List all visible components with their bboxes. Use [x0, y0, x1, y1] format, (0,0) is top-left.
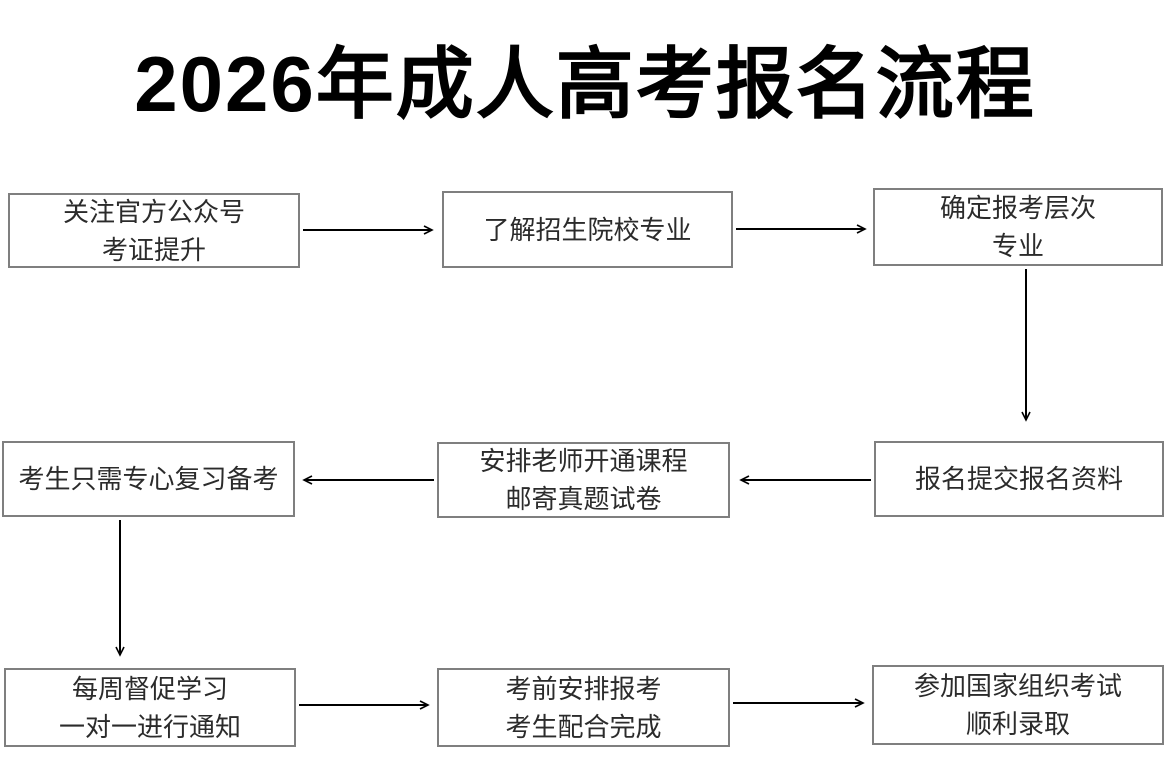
- flow-step-confirm-level-major: 确定报考层次 专业: [873, 188, 1163, 266]
- flow-step-text: 专业: [991, 231, 1044, 261]
- flow-step-text: 邮寄真题试卷: [505, 484, 662, 514]
- flow-step-text: 顺利录取: [965, 709, 1070, 739]
- flow-step-pre-exam-arrangement: 考前安排报考 考生配合完成: [437, 668, 730, 747]
- flow-step-text: 考证提升: [101, 234, 206, 265]
- flow-step-text: 考生只需专心复习备考: [18, 464, 279, 494]
- flow-step-text: 每周督促学习: [71, 673, 228, 704]
- flow-step-take-national-exam: 参加国家组织考试 顺利录取: [872, 665, 1164, 745]
- flow-step-text: 参加国家组织考试: [913, 671, 1122, 701]
- flow-step-text: 安排老师开通课程: [479, 446, 688, 476]
- flow-step-text: 关注官方公众号: [62, 196, 245, 227]
- flow-step-text: 考前安排报考: [505, 673, 662, 704]
- flow-step-weekly-study-supervision: 每周督促学习 一对一进行通知: [4, 668, 296, 747]
- flow-step-submit-registration-materials: 报名提交报名资料: [874, 441, 1164, 517]
- flow-step-learn-college-majors: 了解招生院校专业: [442, 191, 733, 268]
- flow-step-text: 了解招生院校专业: [483, 214, 692, 245]
- page-title: 2026年成人高考报名流程: [134, 40, 1036, 128]
- flow-step-text: 考生配合完成: [505, 711, 662, 742]
- flow-step-text: 一对一进行通知: [58, 711, 241, 742]
- flow-step-follow-official-account: 关注官方公众号 考证提升: [8, 193, 300, 268]
- flow-step-text: 报名提交报名资料: [914, 464, 1123, 494]
- flow-step-text: 确定报考层次: [939, 193, 1096, 223]
- flow-step-focus-on-review: 考生只需专心复习备考: [2, 441, 295, 517]
- flow-step-open-courses-mail-papers: 安排老师开通课程 邮寄真题试卷: [437, 442, 730, 518]
